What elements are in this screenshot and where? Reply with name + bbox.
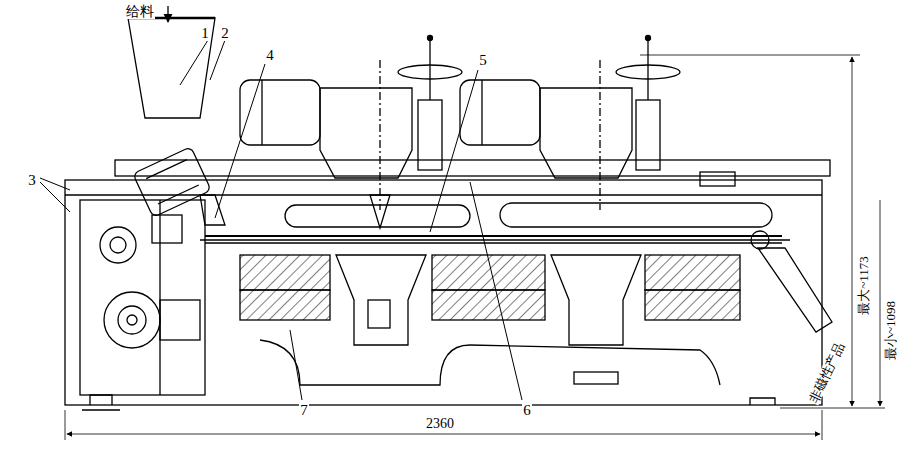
hopper (128, 18, 215, 118)
callout-number: 5 (478, 53, 488, 68)
dimension-text: 2360 (425, 417, 455, 431)
callout-number: 1 (200, 26, 210, 41)
callout-number: 3 (27, 173, 37, 188)
chute (758, 248, 832, 332)
callout-number: 6 (522, 403, 532, 418)
pole-piece (336, 255, 426, 345)
base (260, 340, 720, 385)
callout-number: 7 (299, 403, 309, 418)
callout-number: 2 (220, 26, 230, 41)
frame (65, 180, 822, 405)
magnetic-disc (285, 205, 470, 227)
dimension-text: 最大~1173 (857, 255, 870, 316)
motor (240, 80, 320, 145)
callout-number: 4 (265, 48, 275, 63)
belt (205, 235, 782, 237)
gearbox (320, 88, 412, 178)
feed-label: 给料 (125, 5, 155, 19)
feed-drum (133, 147, 211, 218)
drive-housing (80, 200, 205, 395)
product-label: 非磁性产品 (806, 339, 846, 405)
dimension-text: 最小~1098 (884, 299, 897, 360)
magnet-block (240, 255, 330, 290)
